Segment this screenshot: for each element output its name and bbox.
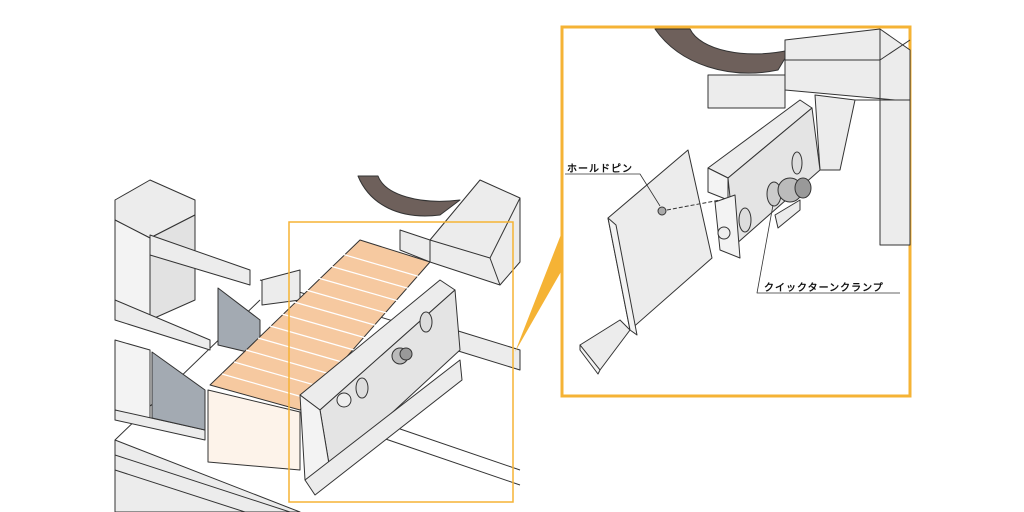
- hold-pin-label: ホールドピン: [567, 164, 633, 175]
- exploded-view: [565, 28, 911, 375]
- detail-region-box: [288, 221, 514, 503]
- arm: [357, 175, 461, 217]
- head-block: [429, 179, 521, 286]
- left-fixture: [114, 179, 261, 441]
- clamp-bar: [299, 279, 463, 496]
- callout-pointer: [515, 232, 562, 352]
- quick-turn-clamp-label: クイックターンクランプ: [764, 283, 884, 294]
- workpiece-stack: [207, 239, 431, 471]
- gusset: [151, 351, 206, 431]
